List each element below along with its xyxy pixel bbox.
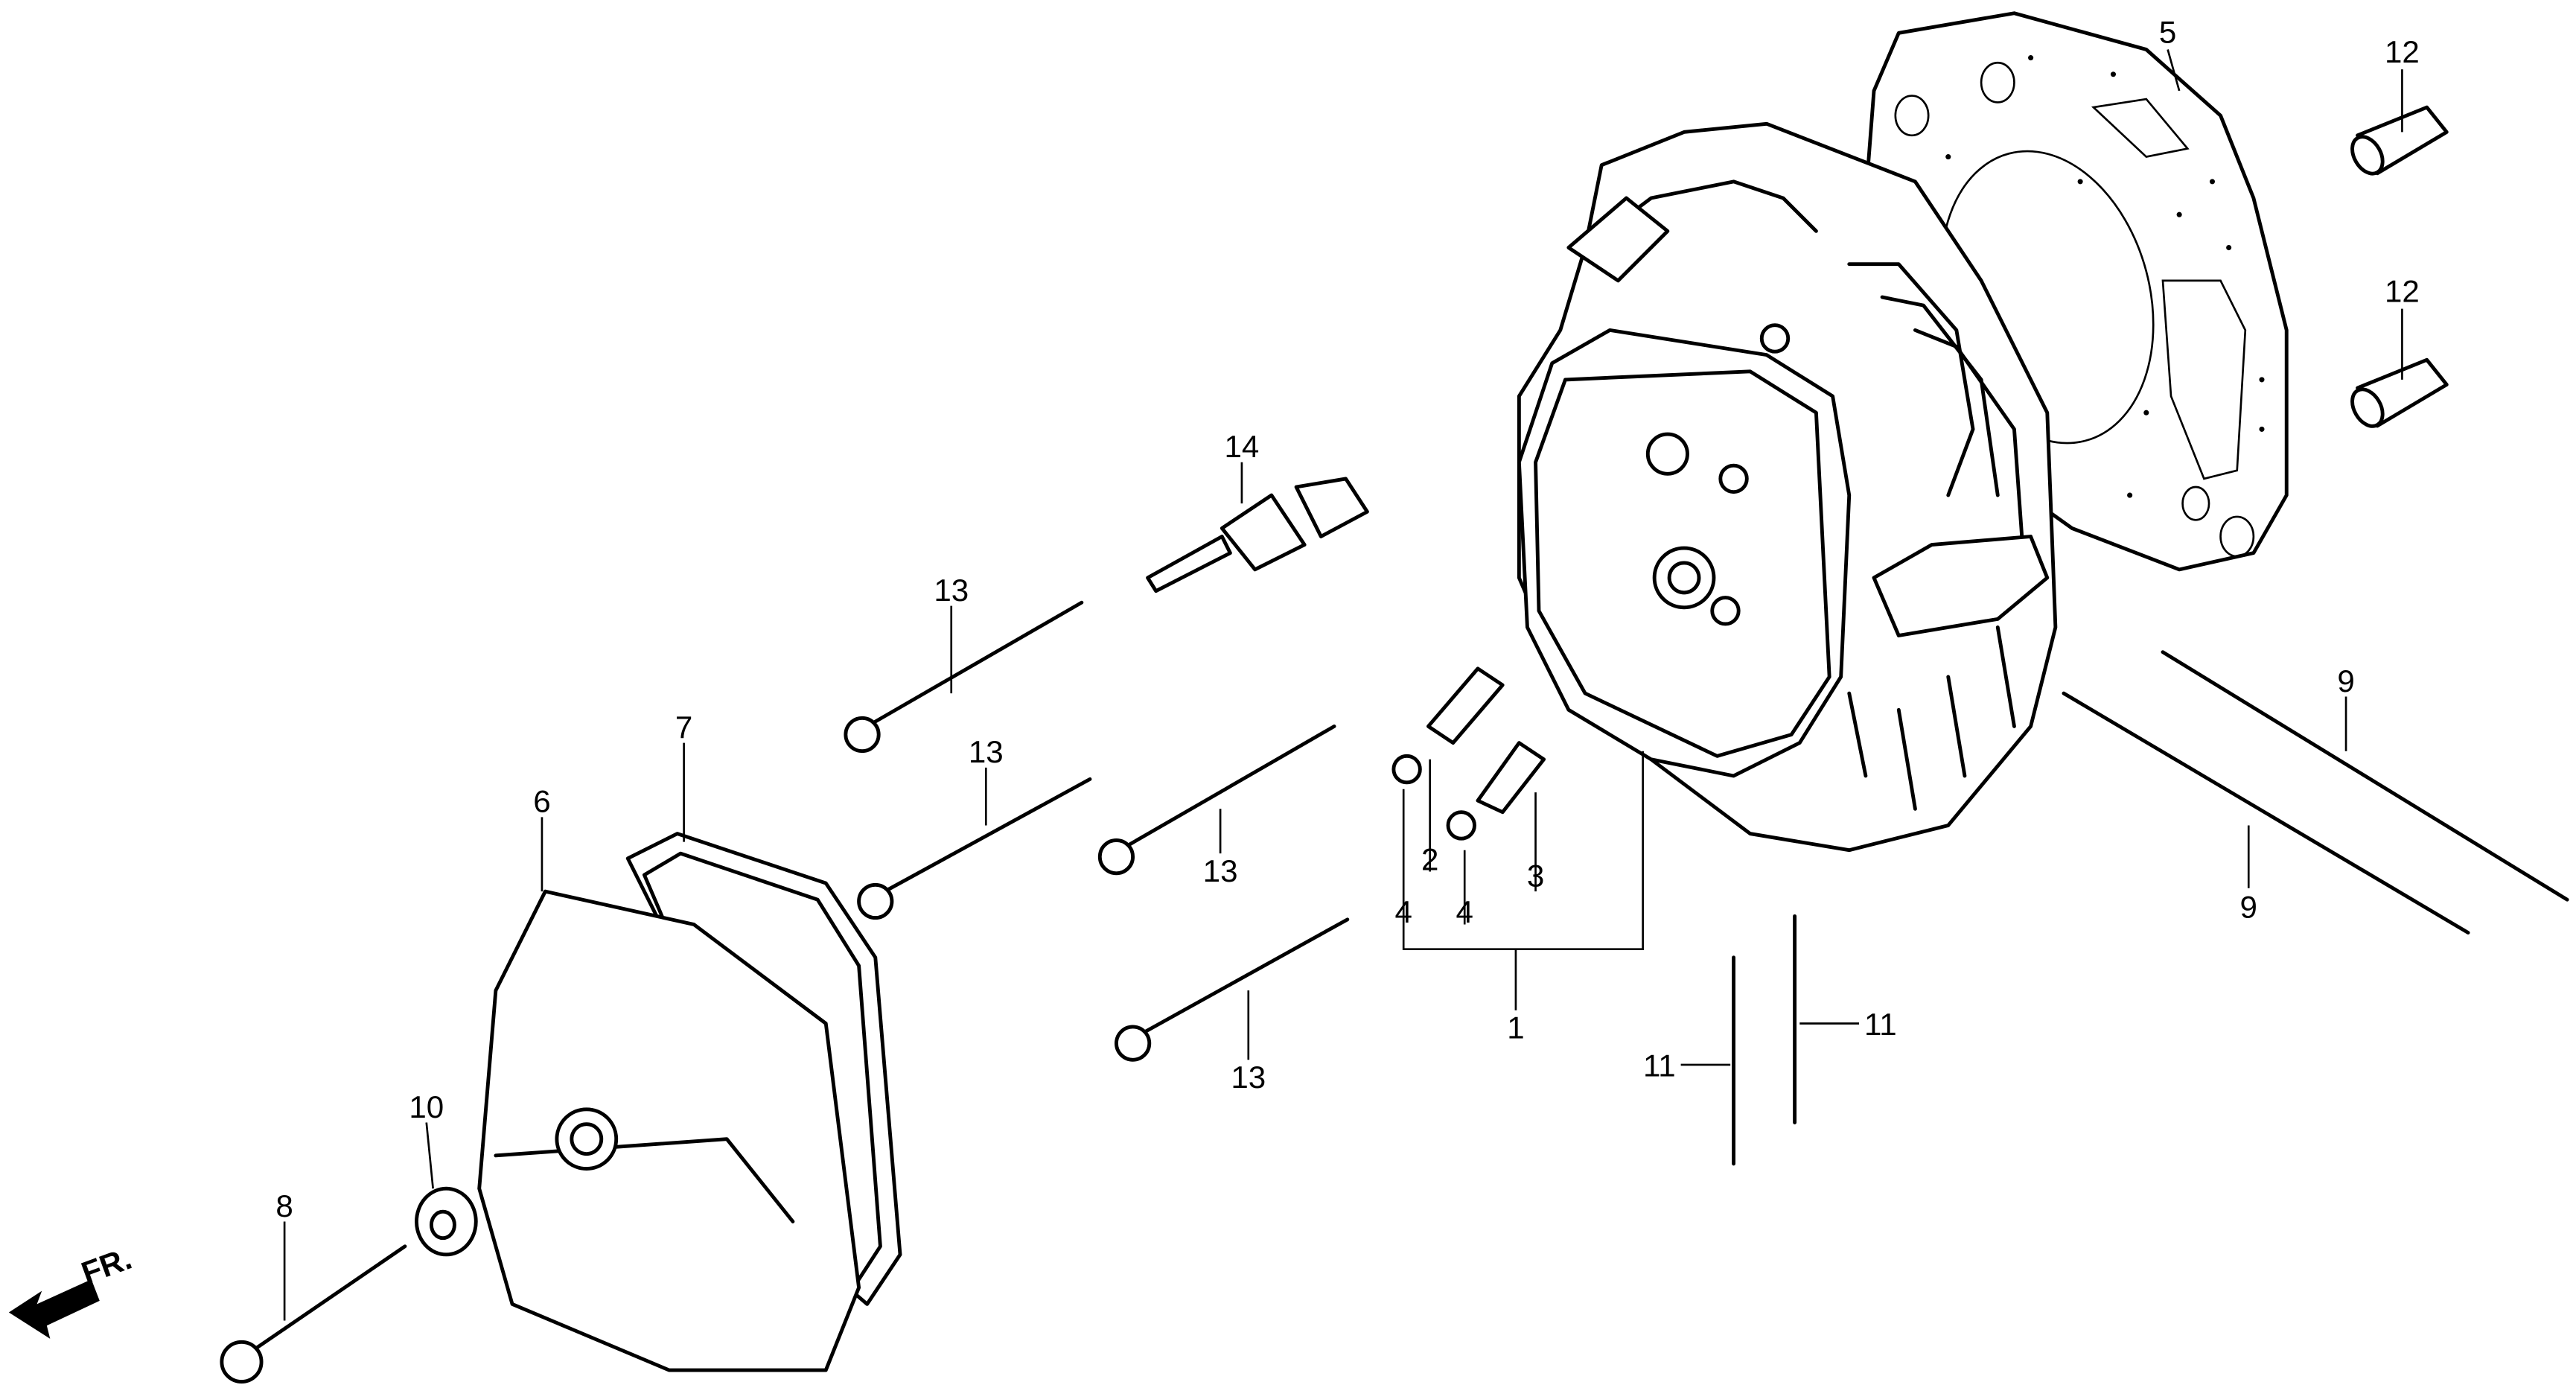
callout-11: 11	[1864, 1007, 1897, 1042]
dowel-pin-upper	[2350, 105, 2449, 176]
front-arrow-icon	[8, 1279, 100, 1339]
spark-plug	[1146, 477, 1369, 593]
bolt-13-b	[857, 777, 1092, 920]
callout-13: 13	[1203, 853, 1238, 888]
bolt-13-c	[1097, 725, 1336, 876]
callout-4: 4	[1456, 894, 1473, 929]
callout-2: 2	[1421, 841, 1438, 876]
bolt-13-a	[844, 600, 1084, 754]
callout-4: 4	[1394, 894, 1412, 929]
callout-8: 8	[275, 1188, 293, 1223]
callout-9: 9	[2337, 663, 2354, 698]
bolt-13-d	[1115, 917, 1350, 1062]
sealing-washer	[415, 1186, 478, 1257]
callout-6: 6	[533, 784, 550, 819]
front-label: FR.	[77, 1241, 136, 1290]
callout-9: 9	[2240, 890, 2257, 925]
cylinder-head	[1517, 121, 2058, 853]
callouts: 12 12 5 14 13 13 13 13 7 6 10 8 2 3 4 4 …	[275, 15, 2419, 1223]
callout-11: 11	[1643, 1048, 1676, 1083]
head-cover	[477, 889, 861, 1372]
callout-14: 14	[1225, 429, 1260, 464]
cover-bolt	[220, 1244, 407, 1384]
callout-3: 3	[1527, 858, 1544, 893]
front-direction-marker: FR.	[8, 1241, 136, 1339]
callout-10: 10	[409, 1089, 444, 1124]
callout-13: 13	[934, 573, 969, 608]
callout-13: 13	[1231, 1060, 1266, 1095]
callout-5: 5	[2159, 15, 2176, 50]
callout-7: 7	[675, 710, 692, 745]
dowel-pin-lower	[2350, 357, 2449, 428]
callout-1: 1	[1507, 1010, 1524, 1045]
valve-guides	[1391, 666, 1546, 841]
callout-12: 12	[2385, 274, 2420, 309]
callout-13: 13	[969, 734, 1004, 769]
stud-bolts	[1732, 650, 2569, 1166]
callout-12: 12	[2385, 34, 2420, 69]
leader-lines	[283, 49, 2403, 1321]
